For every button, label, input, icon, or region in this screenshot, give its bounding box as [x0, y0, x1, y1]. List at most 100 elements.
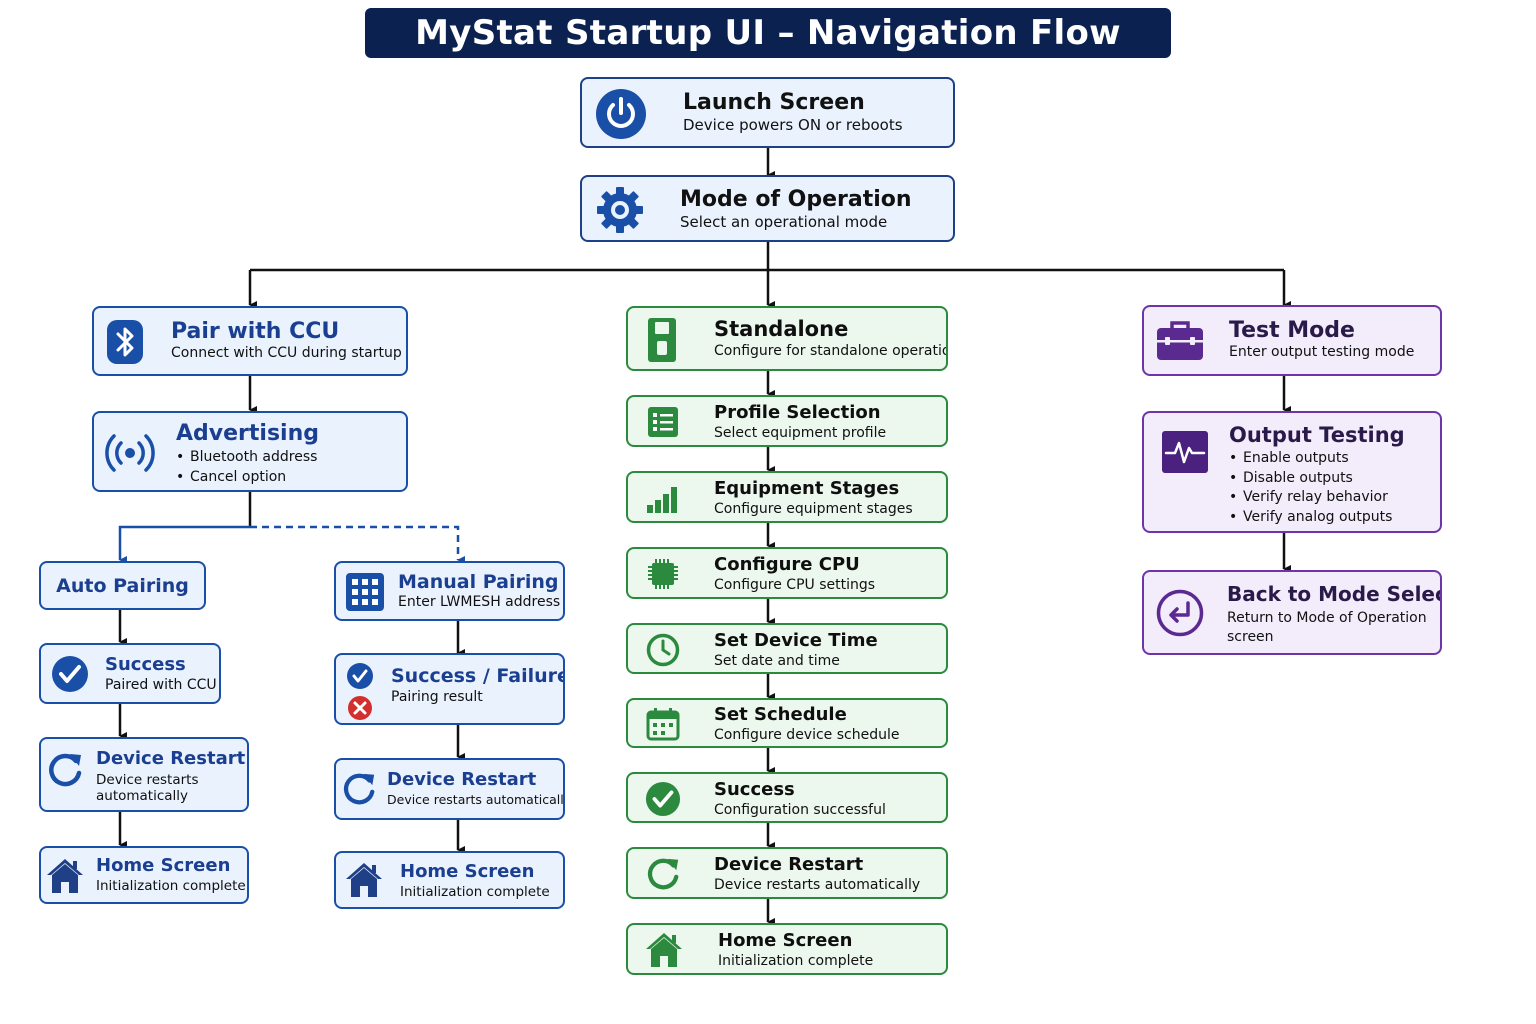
bar-chart-icon	[646, 484, 680, 514]
node-title: Advertising	[176, 421, 319, 446]
bullet-item: Enable outputs	[1229, 449, 1405, 469]
node-manual-home-screen: Home Screen Initialization complete	[334, 851, 565, 909]
diagram-title: MyStat Startup UI – Navigation Flow	[365, 8, 1171, 58]
node-pair-with-ccu: Pair with CCU Connect with CCU during st…	[92, 306, 408, 376]
bullet-item: Cancel option	[176, 468, 319, 488]
restart-icon	[341, 771, 377, 807]
node-subtitle: Set date and time	[714, 653, 840, 669]
node-subtitle: Connect with CCU during startup	[171, 345, 402, 361]
device-icon	[647, 317, 677, 363]
broadcast-icon	[104, 431, 156, 475]
node-subtitle: Pairing result	[391, 689, 483, 705]
node-subtitle: Configure device schedule	[714, 727, 900, 743]
node-title: Back to Mode Select	[1227, 582, 1442, 606]
node-title: Success / Failure	[391, 665, 565, 687]
calendar-icon	[646, 707, 680, 741]
node-title: Equipment Stages	[714, 478, 900, 499]
pulse-icon	[1162, 431, 1208, 473]
node-title: Auto Pairing	[56, 575, 189, 597]
node-subtitle: Configure equipment stages	[714, 501, 913, 517]
edge-advertising-auto	[118, 525, 250, 564]
node-auto-success: Success Paired with CCU	[39, 643, 221, 704]
bluetooth-icon	[106, 319, 144, 365]
node-title: Output Testing	[1229, 423, 1405, 447]
power-icon	[595, 88, 647, 140]
bullet-list: Enable outputs Disable outputs Verify re…	[1229, 449, 1405, 527]
node-title: Home Screen	[400, 861, 535, 882]
node-auto-device-restart: Device Restart Device restarts automatic…	[39, 737, 249, 812]
node-equipment-stages: Equipment Stages Configure equipment sta…	[626, 471, 948, 523]
node-manual-device-restart: Device Restart Device restarts automatic…	[334, 758, 565, 820]
gear-icon	[595, 185, 645, 235]
edge-advertising-manual	[250, 525, 465, 564]
node-standalone-device-restart: Device Restart Device restarts automatic…	[626, 847, 948, 899]
check-and-error-icon	[346, 662, 374, 722]
node-subtitle: Configuration successful	[714, 802, 886, 818]
node-subtitle: Device restarts automatically	[387, 792, 565, 807]
node-auto-pairing: Auto Pairing	[39, 561, 206, 610]
node-auto-home-screen: Home Screen Initialization complete	[39, 846, 249, 904]
node-title: Profile Selection	[714, 402, 881, 423]
node-profile-selection: Profile Selection Select equipment profi…	[626, 395, 948, 447]
home-icon	[345, 861, 383, 899]
node-subtitle: Initialization complete	[400, 884, 550, 900]
node-title: Configure CPU	[714, 554, 860, 575]
node-subtitle: Enter output testing mode	[1229, 344, 1415, 360]
node-title: Success	[714, 779, 795, 800]
node-title: Device Restart	[96, 748, 246, 769]
node-test-mode: Test Mode Enter output testing mode	[1142, 305, 1442, 376]
list-icon	[648, 407, 678, 437]
node-subtitle: Enter LWMESH address	[398, 594, 561, 610]
bullet-item: Verify analog outputs	[1229, 508, 1405, 528]
node-standalone-home-screen: Home Screen Initialization complete	[626, 923, 948, 975]
node-subtitle: Device powers ON or reboots	[683, 116, 903, 134]
node-set-schedule: Set Schedule Configure device schedule	[626, 698, 948, 748]
node-subtitle: Select equipment profile	[714, 425, 887, 441]
bullet-item: Verify relay behavior	[1229, 488, 1405, 508]
node-subtitle: Configure CPU settings	[714, 577, 876, 593]
node-subtitle: Configure for standalone operation	[714, 343, 948, 359]
node-advertising: Advertising Bluetooth address Cancel opt…	[92, 411, 408, 492]
node-subtitle: automatically	[96, 788, 189, 804]
node-output-testing: Output Testing Enable outputs Disable ou…	[1142, 411, 1442, 533]
node-title: Test Mode	[1229, 318, 1355, 343]
node-subtitle: Device restarts automatically	[714, 877, 921, 893]
node-subtitle: Initialization complete	[96, 878, 246, 894]
node-standalone-success: Success Configuration successful	[626, 772, 948, 823]
home-icon	[46, 857, 84, 895]
node-subtitle: Select an operational mode	[680, 213, 888, 231]
node-launch-screen: Launch Screen Device powers ON or reboot…	[580, 77, 955, 148]
node-title: Home Screen	[718, 930, 853, 951]
node-standalone: Standalone Configure for standalone oper…	[626, 306, 948, 371]
node-title: Set Schedule	[714, 704, 847, 725]
node-set-device-time: Set Device Time Set date and time	[626, 623, 948, 674]
node-title: Home Screen	[96, 855, 231, 876]
check-circle-icon	[645, 781, 681, 817]
clock-icon	[646, 633, 680, 667]
return-icon	[1156, 589, 1204, 637]
node-manual-pairing: Manual Pairing Enter LWMESH address	[334, 561, 565, 621]
restart-icon	[645, 856, 681, 892]
bullet-item: Disable outputs	[1229, 469, 1405, 489]
node-configure-cpu: Configure CPU Configure CPU settings	[626, 547, 948, 599]
node-title: Launch Screen	[683, 90, 865, 115]
node-success-failure: Success / Failure Pairing result	[334, 653, 565, 725]
node-back-to-mode-select: Back to Mode Select Return to Mode of Op…	[1142, 570, 1442, 655]
bullet-item: Bluetooth address	[176, 448, 319, 468]
node-title: Device Restart	[387, 769, 537, 790]
node-title: Pair with CCU	[171, 319, 340, 344]
node-subtitle: Paired with CCU	[105, 677, 217, 693]
keypad-icon	[346, 573, 384, 611]
check-circle-icon	[51, 655, 89, 693]
node-title: Success	[105, 654, 186, 675]
node-subtitle: screen	[1227, 629, 1274, 645]
node-title: Device Restart	[714, 854, 864, 875]
cpu-icon	[647, 558, 679, 590]
node-mode-of-operation: Mode of Operation Select an operational …	[580, 175, 955, 242]
node-subtitle: Return to Mode of Operation	[1227, 610, 1427, 626]
home-icon	[645, 931, 683, 969]
node-title: Manual Pairing	[398, 571, 559, 593]
node-title: Mode of Operation	[680, 187, 912, 212]
node-title: Set Device Time	[714, 630, 878, 651]
